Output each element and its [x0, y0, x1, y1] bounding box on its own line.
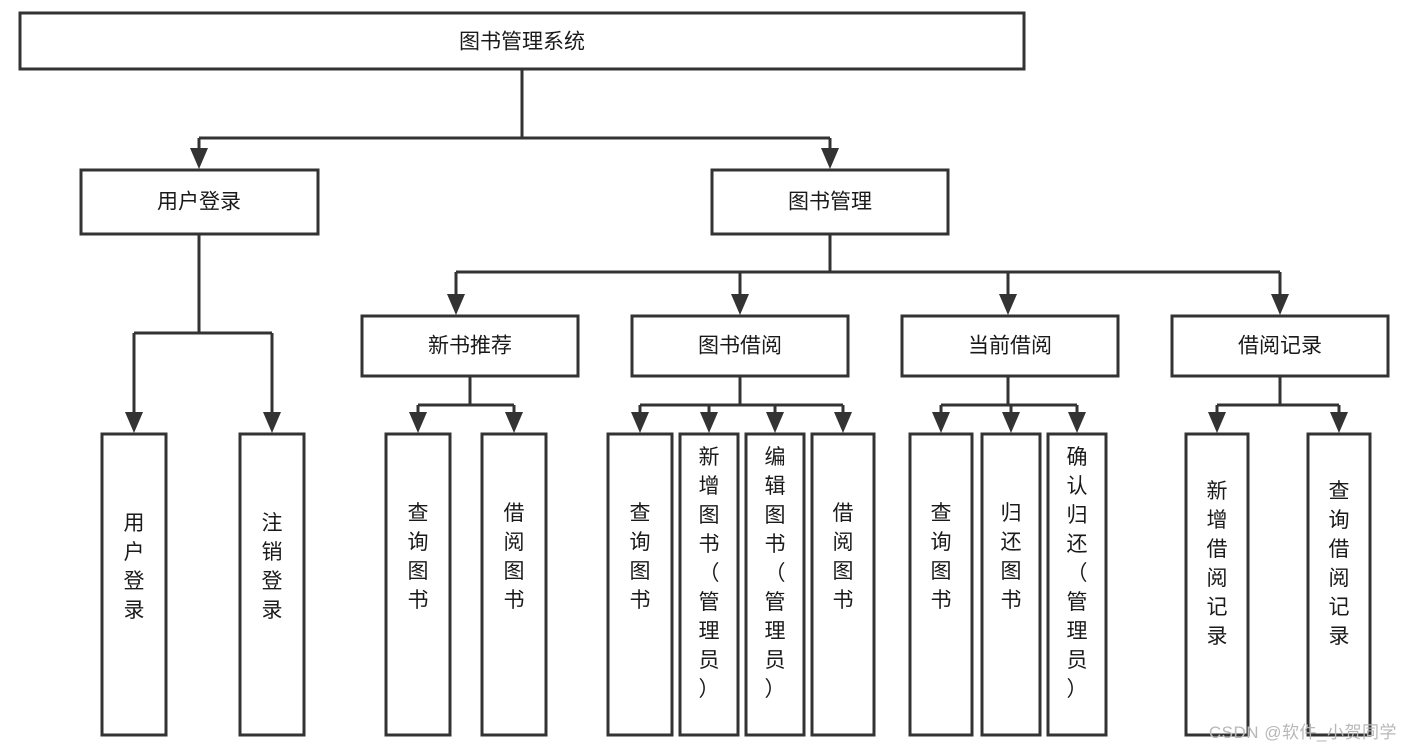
arrow-leaf-query-book-1 — [409, 412, 427, 433]
node-user-login[interactable]: 用户登录 — [79, 168, 320, 236]
arrow-to-borrow-record — [1271, 294, 1289, 315]
node-book-management[interactable]: 图书管理 — [710, 168, 950, 236]
node-user-login-label: 用户登录 — [157, 191, 241, 214]
node-leaf-query-book-1-label: 查询图书 — [408, 502, 429, 612]
node-book-borrow[interactable]: 图书借阅 — [630, 314, 850, 378]
node-leaf-add-book[interactable]: 新增图书（管理员） — [678, 432, 740, 737]
node-book-borrow-box[interactable] — [630, 314, 850, 378]
node-book-management-label: 图书管理 — [788, 191, 872, 214]
node-current-borrow[interactable]: 当前借阅 — [900, 314, 1120, 378]
node-leaf-user-login[interactable]: 用户登录 — [100, 432, 168, 737]
arrow-leaf-borrow-book-1 — [505, 412, 523, 433]
arrow-to-book-borrow — [731, 294, 749, 315]
node-borrow-record-label: 借阅记录 — [1238, 335, 1322, 358]
node-leaf-return-book-label: 归还图书 — [1001, 502, 1022, 612]
node-book-borrow-label: 图书借阅 — [698, 335, 782, 358]
arrow-leaf-edit-book — [766, 412, 784, 433]
arrow-leaf-return-book — [1002, 412, 1020, 433]
node-root-label: 图书管理系统 — [459, 31, 585, 54]
node-book-management-box[interactable] — [710, 168, 950, 236]
node-leaf-query-book-3-label: 查询图书 — [931, 502, 952, 612]
node-leaf-borrow-book-2[interactable]: 借阅图书 — [810, 432, 876, 737]
arrow-to-book-management — [821, 148, 839, 169]
node-borrow-record[interactable]: 借阅记录 — [1170, 314, 1390, 378]
node-leaf-add-book-label: 新增图书（管理员） — [699, 446, 720, 701]
node-leaf-borrow-book-1-box[interactable] — [480, 432, 548, 737]
node-leaf-query-book-3[interactable]: 查询图书 — [908, 432, 974, 737]
node-leaf-add-record-box[interactable] — [1184, 432, 1250, 737]
node-leaf-query-book-2-label: 查询图书 — [630, 502, 651, 612]
node-leaf-borrow-book-1-label: 借阅图书 — [504, 502, 525, 612]
node-leaf-add-record[interactable]: 新增借阅记录 — [1184, 432, 1250, 737]
arrow-leaf-query-book-2 — [631, 412, 649, 433]
node-new-book-recommend-box[interactable] — [360, 314, 580, 378]
node-new-book-recommend-label: 新书推荐 — [428, 335, 512, 358]
node-current-borrow-box[interactable] — [900, 314, 1120, 378]
node-leaf-user-login-label: 用户登录 — [124, 512, 145, 622]
node-root[interactable]: 图书管理系统 — [18, 11, 1026, 71]
node-leaf-edit-book-label: 编辑图书（管理员） — [765, 446, 786, 701]
node-leaf-user-logout[interactable]: 注销登录 — [238, 432, 306, 737]
node-leaf-query-record-label: 查询借阅记录 — [1329, 480, 1350, 648]
node-borrow-record-box[interactable] — [1170, 314, 1390, 378]
arrow-leaf-add-book — [700, 412, 718, 433]
arrow-leaf-user-logout — [263, 412, 281, 433]
node-user-login-box[interactable] — [79, 168, 320, 236]
node-leaf-user-logout-box[interactable] — [238, 432, 306, 737]
node-leaf-user-login-box[interactable] — [100, 432, 168, 737]
arrow-leaf-query-record — [1330, 412, 1348, 433]
arrow-leaf-confirm-return — [1068, 412, 1086, 433]
node-leaf-add-record-label: 新增借阅记录 — [1207, 480, 1228, 648]
node-leaf-borrow-book-2-box[interactable] — [810, 432, 876, 737]
arrow-leaf-user-login — [125, 412, 143, 433]
node-new-book-recommend[interactable]: 新书推荐 — [360, 314, 580, 378]
arrow-to-new-book-recommend — [447, 294, 465, 315]
node-leaf-add-book-box[interactable] — [678, 432, 740, 737]
node-leaf-return-book-box[interactable] — [980, 432, 1042, 737]
node-leaf-confirm-return-box[interactable] — [1046, 432, 1108, 737]
node-leaf-query-record-box[interactable] — [1306, 432, 1372, 737]
arrow-leaf-borrow-book-2 — [834, 412, 852, 433]
node-leaf-borrow-book-1[interactable]: 借阅图书 — [480, 432, 548, 737]
node-leaf-query-book-2[interactable]: 查询图书 — [606, 432, 674, 737]
node-leaf-return-book[interactable]: 归还图书 — [980, 432, 1042, 737]
arrow-leaf-query-book-3 — [932, 412, 950, 433]
node-current-borrow-label: 当前借阅 — [968, 335, 1052, 358]
arrow-to-user-login — [190, 148, 208, 169]
node-leaf-edit-book-box[interactable] — [744, 432, 806, 737]
node-leaf-query-book-1[interactable]: 查询图书 — [384, 432, 452, 737]
node-leaf-user-logout-label: 注销登录 — [262, 512, 283, 622]
node-leaf-query-book-1-box[interactable] — [384, 432, 452, 737]
arrow-to-current-borrow — [999, 294, 1017, 315]
node-root-box[interactable] — [18, 11, 1026, 71]
node-leaf-confirm-return[interactable]: 确认归还（管理员） — [1046, 432, 1108, 737]
node-leaf-edit-book[interactable]: 编辑图书（管理员） — [744, 432, 806, 737]
arrow-leaf-add-record — [1208, 412, 1226, 433]
edge-layer — [125, 69, 1348, 433]
node-leaf-query-book-2-box[interactable] — [606, 432, 674, 737]
node-leaf-confirm-return-label: 确认归还（管理员） — [1067, 446, 1088, 701]
node-leaf-query-record[interactable]: 查询借阅记录 — [1306, 432, 1372, 737]
node-leaf-query-book-3-box[interactable] — [908, 432, 974, 737]
node-leaf-borrow-book-2-label: 借阅图书 — [833, 502, 854, 612]
